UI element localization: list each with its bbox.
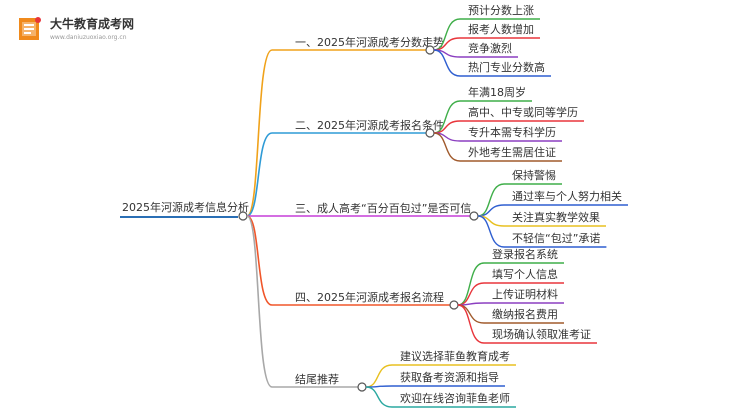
logo-title: 大牛教育成考网	[50, 17, 135, 31]
leaf-1-3: 竞争激烈	[468, 41, 512, 55]
leaf-2-3: 专升本需专科学历	[468, 125, 556, 139]
leaf-4-4: 缴纳报名费用	[492, 307, 558, 321]
root-node-label: 2025年河源成考信息分析	[122, 200, 249, 214]
branch-3: 三、成人高考“百分百包过”是否可信 保持警惕通过率与个人努力相关关注真实教学效果不…	[272, 168, 628, 248]
leaf-5-2: 获取备考资源和指导	[400, 370, 499, 384]
root-node-circle	[238, 211, 248, 221]
leaf-4-3: 上传证明材料	[492, 287, 558, 301]
leaf-3-3: 关注真实教学效果	[512, 210, 600, 224]
branch-3-label: 三、成人高考“百分百包过”是否可信	[295, 201, 471, 215]
leaf-5-3: 欢迎在线咨询菲鱼老师	[400, 391, 510, 405]
leaf-2-2: 高中、中专或同等学历	[468, 105, 578, 119]
branch-4: 四、2025年河源成考报名流程 登录报名系统填写个人信息上传证明材料缴纳报名费用现…	[272, 247, 597, 344]
branch-1-label: 一、2025年河源成考分数走势	[295, 35, 444, 49]
leaf-2-1: 年满18周岁	[468, 85, 526, 99]
leaf-1-1: 预计分数上涨	[468, 4, 534, 17]
leaf-3-1: 保持警惕	[512, 168, 556, 182]
leaf-3-4: 不轻信“包过”承诺	[512, 231, 600, 245]
leaf-2-4: 外地考生需居住证	[468, 145, 556, 159]
logo: 大牛教育成考网 www.daniuzuoxiao.org.cn	[14, 12, 139, 46]
branch-4-node	[449, 300, 459, 310]
branch-2: 二、2025年河源成考报名条件 年满18周岁高中、中专或同等学历专升本需专科学历外…	[272, 85, 584, 162]
leaf-4-1: 登录报名系统	[492, 247, 558, 261]
leaf-5-1: 建议选择菲鱼教育成考	[400, 349, 510, 363]
branch-1-node	[425, 45, 435, 55]
leaf-4-5: 现场确认领取准考证	[492, 327, 591, 341]
branch-5-label: 结尾推荐	[295, 372, 339, 386]
logo-url: www.daniuzuoxiao.org.cn	[50, 34, 127, 41]
leaf-3-2: 通过率与个人努力相关	[512, 189, 622, 203]
branch-2-node	[425, 128, 435, 138]
leaf-1-2: 报考人数增加	[468, 22, 534, 36]
branch-3-node	[469, 211, 479, 221]
branch-2-label: 二、2025年河源成考报名条件	[295, 118, 444, 132]
leaf-4-2: 填写个人信息	[492, 267, 558, 281]
branch-5-node	[357, 382, 367, 392]
leaf-1-4: 热门专业分数高	[468, 60, 545, 74]
branch-4-label: 四、2025年河源成考报名流程	[295, 290, 444, 304]
logo-badge-icon	[19, 17, 41, 40]
